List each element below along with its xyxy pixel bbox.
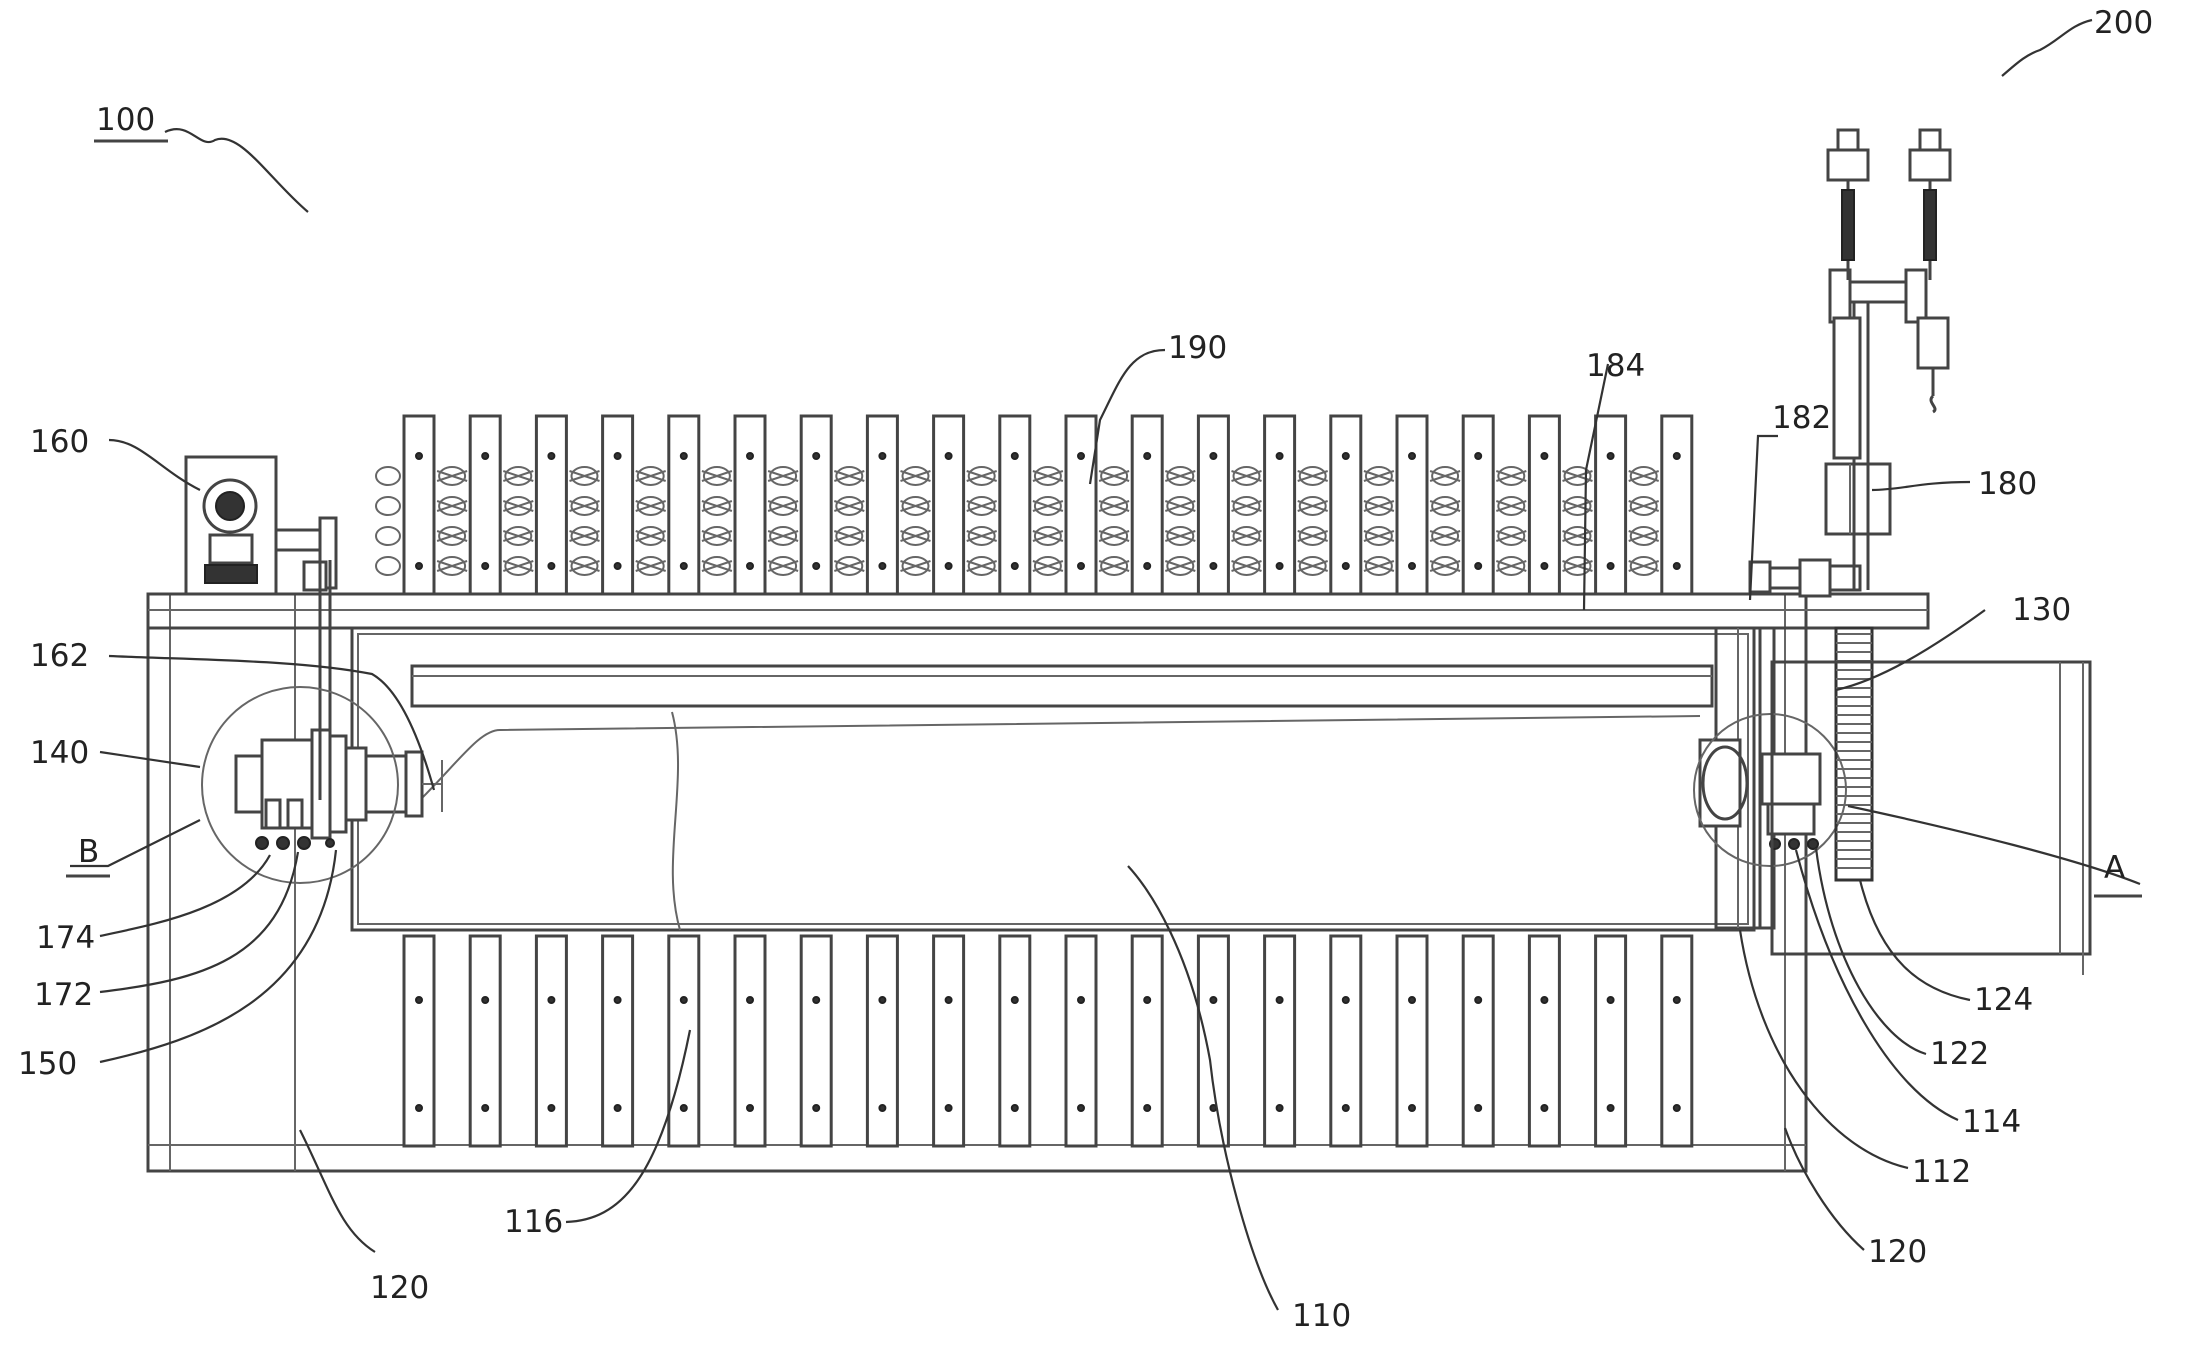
label-160: 160	[30, 424, 89, 460]
top-fin	[998, 414, 1064, 596]
top-fin	[932, 414, 998, 596]
bottom-fin	[1064, 934, 1098, 1148]
label-112: 112	[1912, 1154, 1971, 1190]
top-fin	[1130, 414, 1196, 596]
bottom-fin-array	[402, 934, 1694, 1148]
reference-labels: 100 200 190 184 182 180 160 162 130 140 …	[18, 5, 2153, 1334]
label-180: 180	[1978, 466, 2037, 502]
top-fin	[468, 414, 534, 596]
top-fin	[534, 414, 600, 596]
top-fin	[799, 414, 865, 596]
label-b: B	[78, 834, 99, 870]
top-fin	[1527, 414, 1593, 596]
bottom-fin	[1527, 934, 1561, 1148]
bottom-fin	[1329, 934, 1363, 1148]
label-124: 124	[1974, 982, 2033, 1018]
top-fin	[1263, 414, 1329, 596]
bottom-fin	[932, 934, 966, 1148]
bottom-fin	[468, 934, 502, 1148]
label-a: A	[2104, 850, 2125, 886]
leader-lines	[70, 18, 2141, 1311]
label-116: 116	[504, 1204, 563, 1240]
top-fin	[667, 414, 733, 596]
bottom-fin	[865, 934, 899, 1148]
top-fin	[1329, 414, 1395, 596]
bottom-fin	[1660, 934, 1694, 1148]
bottom-fin	[998, 934, 1032, 1148]
bottom-fin	[799, 934, 833, 1148]
top-fin	[402, 414, 468, 596]
label-130: 130	[2012, 592, 2071, 628]
label-162: 162	[30, 638, 89, 674]
label-200: 200	[2094, 5, 2153, 41]
label-190: 190	[1168, 330, 1227, 366]
label-150: 150	[18, 1046, 77, 1082]
top-fin	[1660, 414, 1694, 596]
label-172: 172	[34, 977, 93, 1013]
top-fin	[1196, 414, 1262, 596]
detail-circle-b	[201, 686, 399, 884]
drive-chain-124	[1834, 626, 1874, 882]
bottom-fin	[1263, 934, 1297, 1148]
bottom-fin	[1130, 934, 1164, 1148]
top-fin	[601, 414, 667, 596]
bottom-fin	[601, 934, 635, 1148]
drum-body	[350, 626, 1756, 932]
bottom-fin	[534, 934, 568, 1148]
bottom-fin	[402, 934, 436, 1148]
bottom-fin	[1196, 934, 1230, 1148]
top-fin	[865, 414, 931, 596]
valve-assembly-180	[1748, 128, 1952, 598]
label-184: 184	[1586, 348, 1645, 384]
label-110: 110	[1292, 1298, 1351, 1334]
top-fin	[1461, 414, 1527, 596]
top-fin-array	[375, 414, 1694, 596]
top-plate	[146, 592, 1930, 630]
top-fin	[733, 414, 799, 596]
top-fin	[1594, 414, 1660, 596]
label-114: 114	[1962, 1104, 2021, 1140]
label-100: 100	[96, 102, 155, 138]
label-122: 122	[1930, 1036, 1989, 1072]
top-fin	[1064, 414, 1130, 596]
label-120-right: 120	[1868, 1234, 1927, 1270]
label-182: 182	[1772, 400, 1831, 436]
bottom-fin	[1461, 934, 1495, 1148]
top-fin	[1395, 414, 1461, 596]
label-174: 174	[36, 920, 95, 956]
label-140: 140	[30, 735, 89, 771]
bearing-140	[234, 560, 443, 850]
enclosure-right	[1770, 660, 2092, 975]
motor-160	[184, 455, 338, 596]
bottom-fin	[1594, 934, 1628, 1148]
bottom-fin	[733, 934, 767, 1148]
label-120-left: 120	[370, 1270, 429, 1306]
top-fin-end-mesh	[375, 466, 401, 576]
bottom-fin	[667, 934, 701, 1148]
drive-assembly-right	[1693, 626, 1847, 930]
bottom-fin	[1395, 934, 1429, 1148]
